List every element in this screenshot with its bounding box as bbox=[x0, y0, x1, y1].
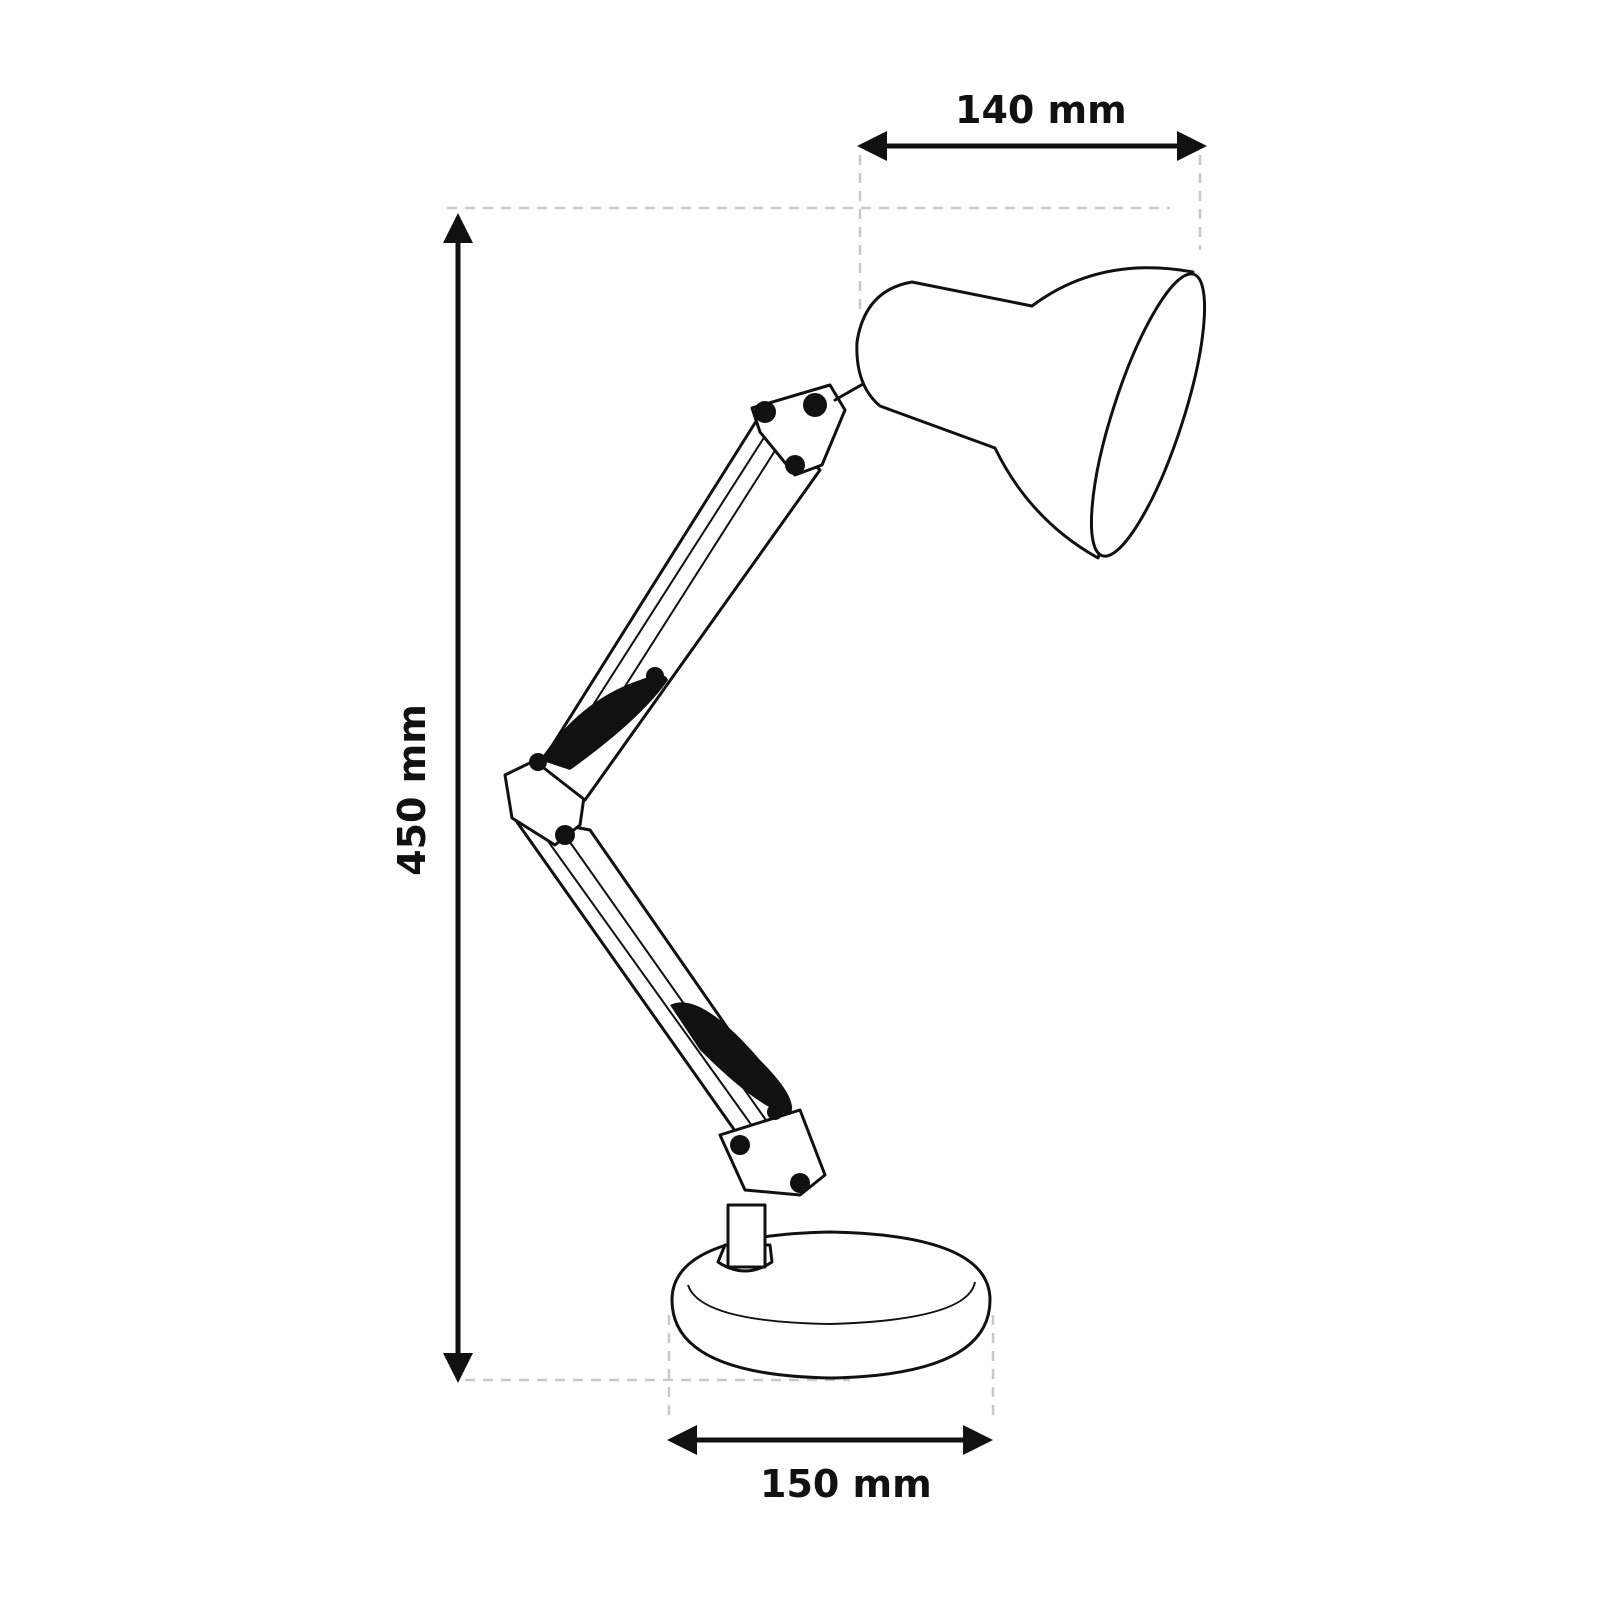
guide-lines bbox=[447, 155, 1202, 1422]
upper-arm bbox=[529, 378, 872, 802]
shade-opening bbox=[1089, 272, 1207, 558]
height-label: 450 mm bbox=[390, 704, 434, 876]
lower-arm bbox=[510, 813, 827, 1197]
lamp-post bbox=[716, 1203, 774, 1273]
lamp-drawing bbox=[503, 266, 1207, 1380]
lamp-base bbox=[670, 1230, 992, 1380]
lamp-shade bbox=[855, 266, 1207, 560]
shade-width-label: 140 mm bbox=[955, 88, 1127, 132]
base-width-label: 150 mm bbox=[760, 1462, 932, 1506]
